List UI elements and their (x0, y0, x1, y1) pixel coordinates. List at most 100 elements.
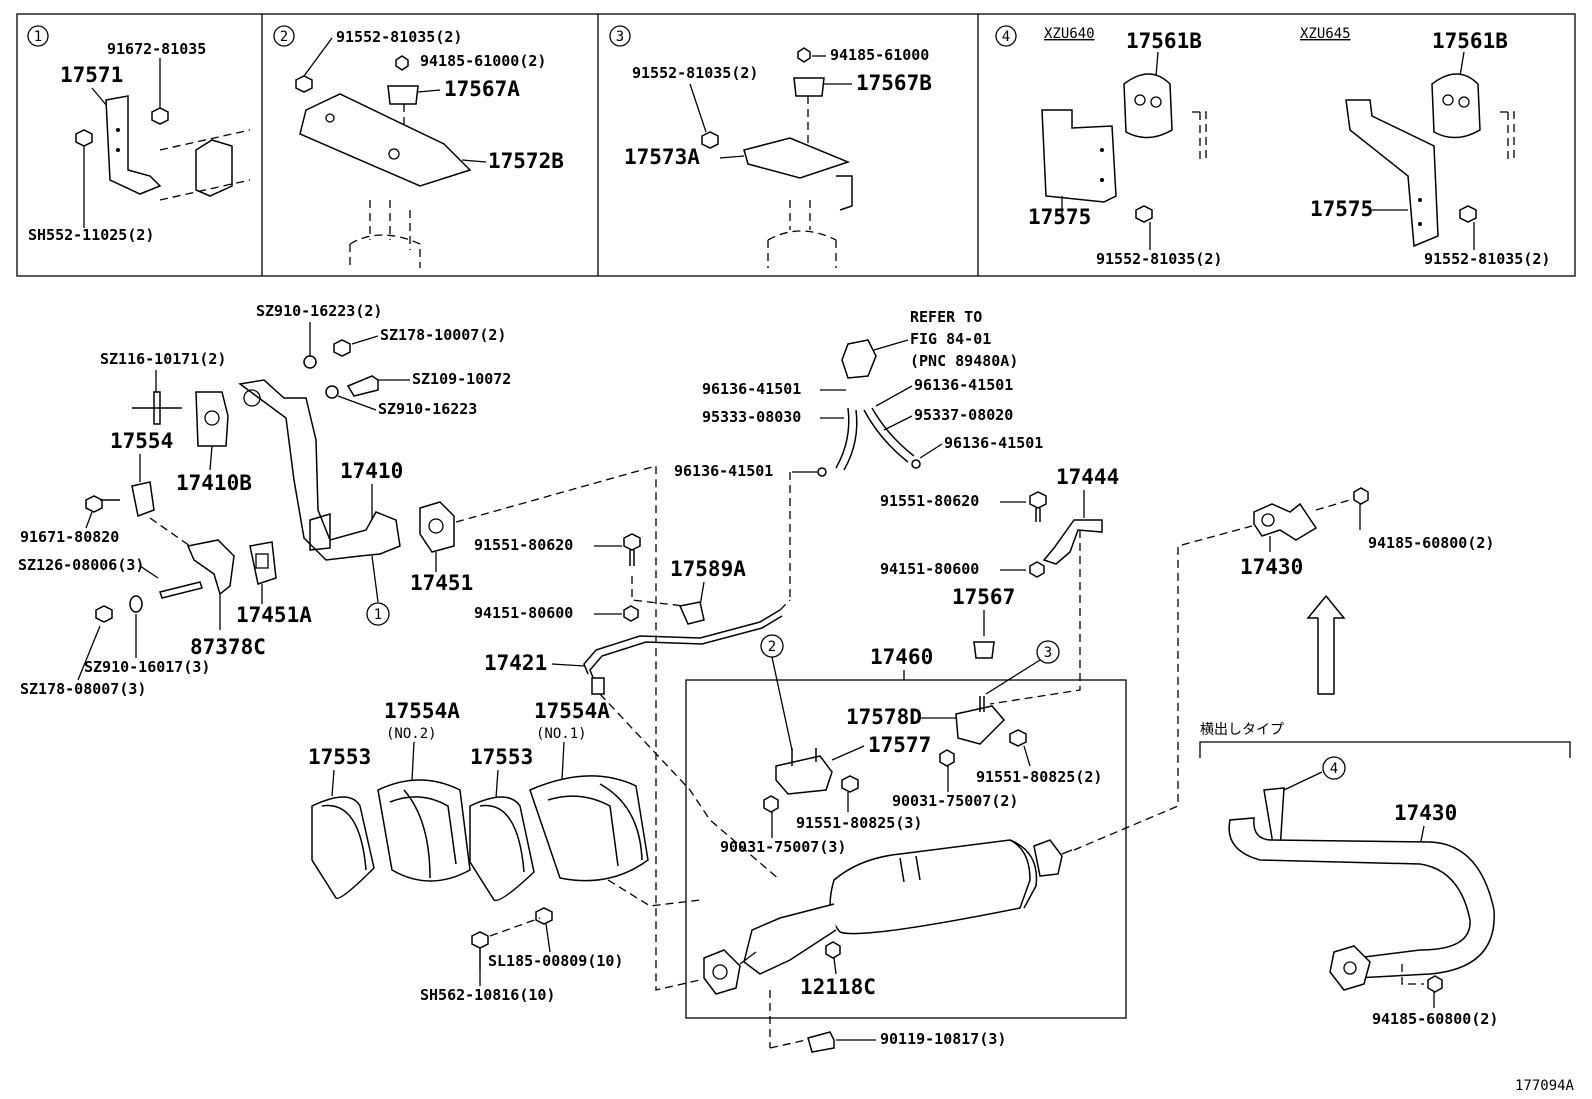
bracket-17577 (775, 755, 833, 795)
label-96136-41501-a: 96136-41501 (702, 380, 801, 398)
gasket-17451 (419, 501, 455, 553)
label-sl185-00809: SL185-00809(10) (488, 952, 623, 970)
figure-id: 177094A (1515, 1078, 1575, 1094)
bracket-17444-group: 91551-80620 17444 94151-80600 (880, 465, 1119, 705)
hose-95337 (863, 407, 915, 463)
label-17444: 17444 (1056, 465, 1119, 489)
bracket-17578d (955, 705, 1006, 745)
clip-icon (911, 459, 921, 469)
hose-95333 (835, 407, 858, 471)
arrow-up-icon (1306, 594, 1346, 695)
converter-assembly-box (685, 679, 1127, 1019)
inset-2: 2 91552-81035(2) 94185-61000(2) 17567A 1… (273, 25, 564, 268)
bolt-icon (1029, 491, 1047, 522)
bolt-icon (1459, 205, 1477, 223)
label-sz910-16223-2: SZ910-16223(2) (256, 302, 382, 320)
label-90031-75007-2: 90031-75007(2) (892, 792, 1018, 810)
nut-icon (333, 339, 351, 357)
label-sz126-08006-3: SZ126-08006(3) (18, 556, 144, 574)
label-17575-b: 17575 (1310, 197, 1373, 221)
tail-pipe-17430-top (1253, 502, 1318, 541)
label-17567a: 17567A (444, 77, 520, 101)
retainer-17554a-no1 (529, 775, 649, 882)
label-87378c: 87378C (190, 635, 266, 659)
label-91672-81035: 91672-81035 (107, 40, 206, 58)
bolt-icon (807, 1031, 835, 1053)
nut-icon (623, 605, 639, 622)
refer-line-1: REFER TO (910, 308, 982, 326)
label-17460: 17460 (870, 645, 933, 669)
nut-icon (395, 55, 409, 71)
callout-3: 3 (1044, 645, 1052, 661)
retainer-17553-a (311, 796, 375, 900)
label-17575-a: 17575 (1028, 205, 1091, 229)
front-pipe-group: SZ910-16223(2) SZ178-10007(2) SZ116-1017… (18, 302, 701, 991)
retainer-17553-b (469, 796, 535, 902)
nut-icon (1029, 561, 1045, 578)
label-96136-41501-c: 96136-41501 (944, 434, 1043, 452)
label-91551-80620-a: 91551-80620 (474, 536, 573, 554)
pipe-17421 (583, 609, 781, 675)
washer-icon (303, 355, 317, 369)
converter-inlet-pipe (743, 903, 837, 975)
refer-line-3: (PNC 89480A) (910, 352, 1018, 370)
label-95333-08030: 95333-08030 (702, 408, 801, 426)
callout-2: 2 (768, 639, 776, 655)
bracket-87378c (186, 539, 235, 596)
label-94151-80600-a: 94151-80600 (474, 604, 573, 622)
clip-icon (817, 467, 827, 477)
label-94185-60800-b: 94185-60800(2) (1372, 1010, 1498, 1028)
converter-body (829, 839, 1031, 935)
label-94151-80600-b: 94151-80600 (880, 560, 979, 578)
label-sh562-10816: SH562-10816(10) (420, 986, 555, 1004)
nut-icon (825, 941, 841, 959)
inset-4-number: 4 (1002, 29, 1010, 45)
label-sz178-10007-2: SZ178-10007(2) (380, 326, 506, 344)
label-17578d: 17578D (846, 705, 922, 729)
nut-icon (535, 907, 553, 925)
label-90119-10817-3: 90119-10817(3) (880, 1030, 1006, 1048)
bracket-17444 (1042, 519, 1103, 565)
inset-3: 3 94185-61000 91552-81035(2) 17567B 1757… (609, 25, 932, 268)
label-91552-81035-2: 91552-81035(2) (336, 28, 462, 46)
sensor-pipe-group: 91551-80620 17589A 94151-80600 17421 (474, 533, 791, 881)
nut-icon (763, 795, 779, 813)
tail-pipe-17430-side (1228, 817, 1495, 979)
bracket-17575-a (1041, 109, 1117, 203)
bracket-17554 (131, 481, 155, 518)
washer-icon (325, 385, 339, 399)
refer-line-2: FIG 84-01 (910, 330, 991, 348)
label-17554: 17554 (110, 429, 173, 453)
label-91551-80825-3: 91551-80825(3) (796, 814, 922, 832)
front-pipe-17410 (238, 379, 401, 561)
gasket-17410b (195, 391, 229, 447)
label-17430-side: 17430 (1394, 801, 1457, 825)
label-17571: 17571 (60, 63, 123, 87)
label-91552-81035-inset3: 91552-81035(2) (632, 64, 758, 82)
inset-3-number: 3 (616, 29, 624, 45)
washer-icon (129, 595, 143, 613)
retainers-group: 17554A (NO.2) 17554A (NO.1) 17553 17553 … (308, 699, 701, 1004)
label-sz910-16017-3: SZ910-16017(3) (84, 658, 210, 676)
bolt-icon (75, 129, 93, 147)
converter-assembly-group: 17460 17567 2 3 17578D 17577 91551-80825… (685, 525, 1253, 1053)
rubber-mount-17567a (387, 85, 419, 105)
label-sz178-08007-3: SZ178-08007(3) (20, 680, 146, 698)
sensor-hoses-group: REFER TO FIG 84-01 (PNC 89480A) 96136-41… (674, 308, 1043, 600)
label-no2: (NO.2) (386, 726, 437, 742)
label-17554a-no1: 17554A (534, 699, 610, 723)
label-17577: 17577 (868, 733, 931, 757)
stud-icon (132, 391, 182, 425)
variant-xzu645: XZU645 (1300, 26, 1351, 42)
bracket-17571 (105, 95, 162, 195)
pressure-sensor-icon (841, 339, 877, 379)
label-94185-61000-2: 94185-61000(2) (420, 52, 546, 70)
label-sz910-16223: SZ910-16223 (378, 400, 477, 418)
label-side-exit-type: 横出しタイプ (1200, 722, 1284, 738)
label-17567: 17567 (952, 585, 1015, 609)
nut-icon (797, 47, 811, 63)
inset-2-number: 2 (280, 29, 288, 45)
label-17421: 17421 (484, 651, 547, 675)
inlet-flange (703, 949, 741, 995)
label-94185-61000: 94185-61000 (830, 46, 929, 64)
